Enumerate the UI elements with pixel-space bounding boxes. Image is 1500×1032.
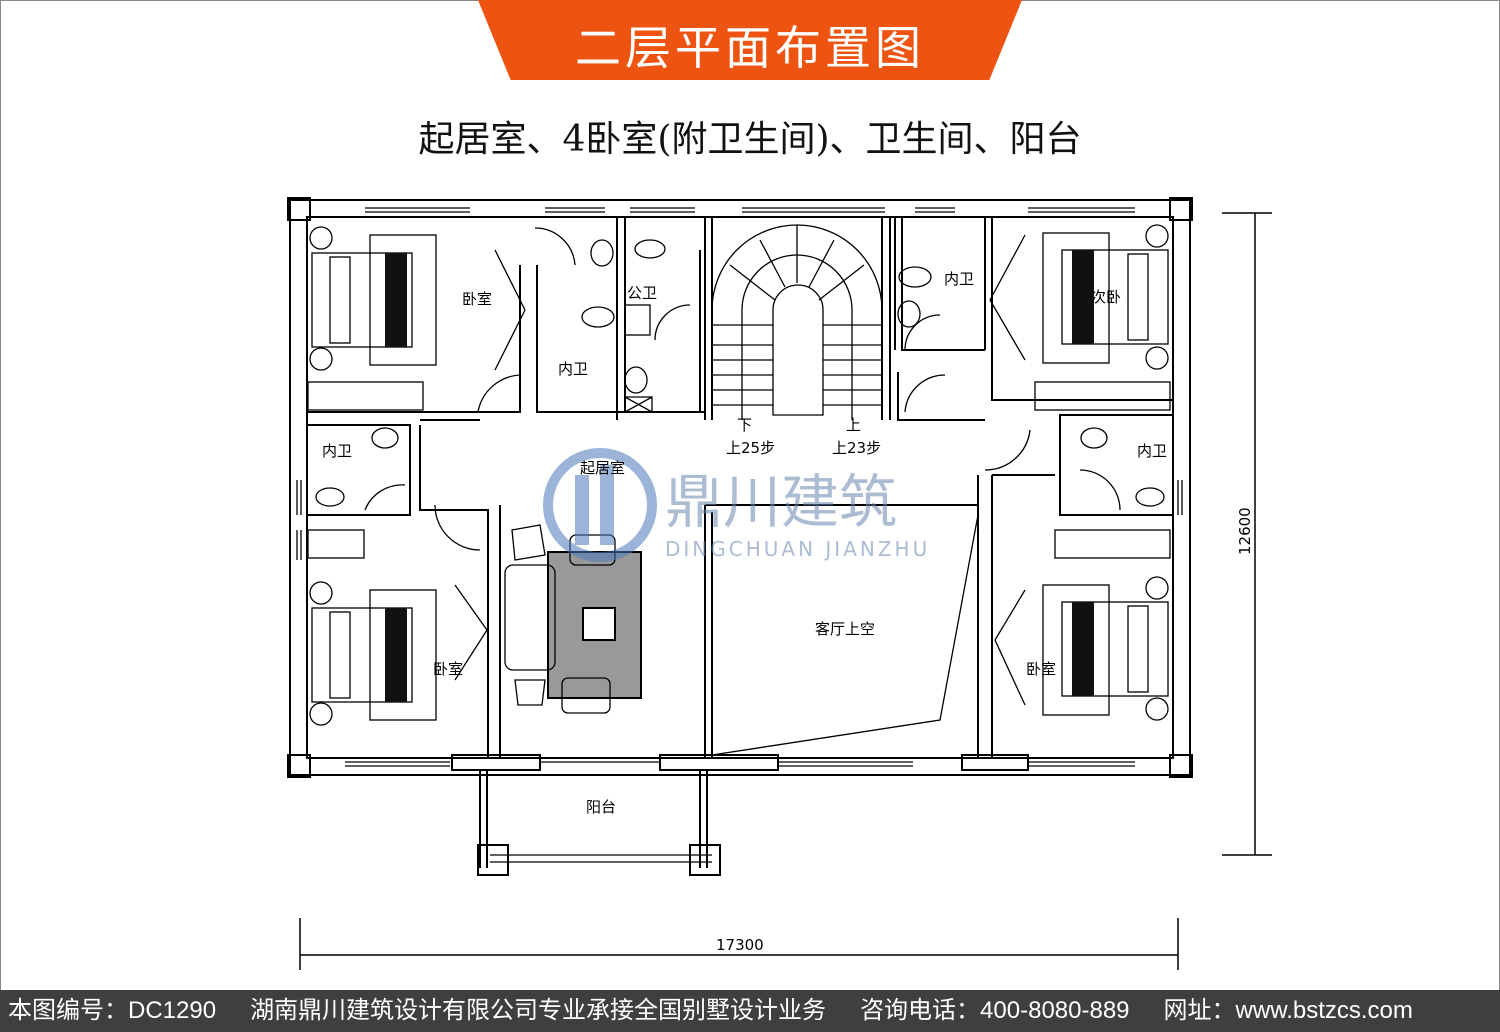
stair-right-steps: 上23步 xyxy=(832,439,881,457)
label-bedroom-bottom-right: 卧室 xyxy=(1026,660,1056,678)
label-living-void: 客厅上空 xyxy=(815,620,875,638)
depth-value: 12600 xyxy=(1236,507,1254,555)
width-value: 17300 xyxy=(716,936,764,954)
label-bedroom-bottom-left: 卧室 xyxy=(433,660,463,678)
interior-walls xyxy=(307,217,1173,868)
label-ensuite-top-left: 内卫 xyxy=(558,360,588,378)
spiral-staircase xyxy=(711,224,883,420)
nightstand-lamps xyxy=(309,224,1169,726)
phone-number: 咨询电话：400-8080-889 xyxy=(860,997,1130,1024)
page-title: 二层平面布置图 xyxy=(575,21,925,75)
label-bedroom-top-left: 卧室 xyxy=(462,290,492,308)
bed-bottom-right xyxy=(1042,529,1171,716)
exterior-walls xyxy=(287,197,1193,778)
dimension-depth: 12600 xyxy=(1222,212,1272,856)
label-ensuite-mid-left: 内卫 xyxy=(322,442,352,460)
watermark-pinyin: DINGCHUAN JIANZHU xyxy=(665,537,930,561)
label-ensuite-top-right: 内卫 xyxy=(944,270,974,288)
label-second-bedroom: 次卧 xyxy=(1091,288,1121,306)
windows xyxy=(296,207,1183,767)
living-room-furniture xyxy=(504,524,642,714)
bathroom-fixtures xyxy=(315,239,1165,507)
footer-bar: 本图编号：DC1290 湖南鼎川建筑设计有限公司专业承接全国别墅设计业务 咨询电话：… xyxy=(0,990,1500,1032)
bed-top-left xyxy=(307,234,437,411)
stair-up-mark: 上 xyxy=(846,416,861,434)
label-public-bath: 公卫 xyxy=(627,284,657,302)
bed-top-right xyxy=(1034,232,1171,411)
title-banner: 二层平面布置图 xyxy=(478,0,1022,80)
bed-bottom-left xyxy=(307,529,437,721)
floor-plan-drawing: 鼎川建筑 DINGCHUAN JIANZHU 卧室 内卫 公卫 内卫 次卧 内卫… xyxy=(287,197,1272,970)
living-void-outline xyxy=(711,514,979,756)
room-summary: 起居室、4卧室(附卫生间)、卫生间、阳台 xyxy=(418,119,1082,160)
room-labels: 卧室 内卫 公卫 内卫 次卧 内卫 内卫 起居室 卧室 客厅上空 卧室 阳台 下… xyxy=(322,270,1167,816)
watermark-name: 鼎川建筑 xyxy=(665,468,897,536)
doors xyxy=(364,227,1121,706)
stair-down-mark: 下 xyxy=(737,416,752,434)
label-living-room: 起居室 xyxy=(580,459,625,477)
label-ensuite-mid-right: 内卫 xyxy=(1137,442,1167,460)
label-balcony: 阳台 xyxy=(586,798,616,816)
balcony-railing xyxy=(477,844,721,876)
dimension-width: 17300 xyxy=(299,918,1179,970)
drawing-number: 本图编号：DC1290 xyxy=(8,997,217,1024)
stair-left-steps: 上25步 xyxy=(726,439,775,457)
website: 网址：www.bstzcs.com xyxy=(1163,997,1413,1024)
company-info: 湖南鼎川建筑设计有限公司专业承接全国别墅设计业务 xyxy=(250,997,827,1024)
watermark-logo: 鼎川建筑 DINGCHUAN JIANZHU xyxy=(543,448,930,562)
